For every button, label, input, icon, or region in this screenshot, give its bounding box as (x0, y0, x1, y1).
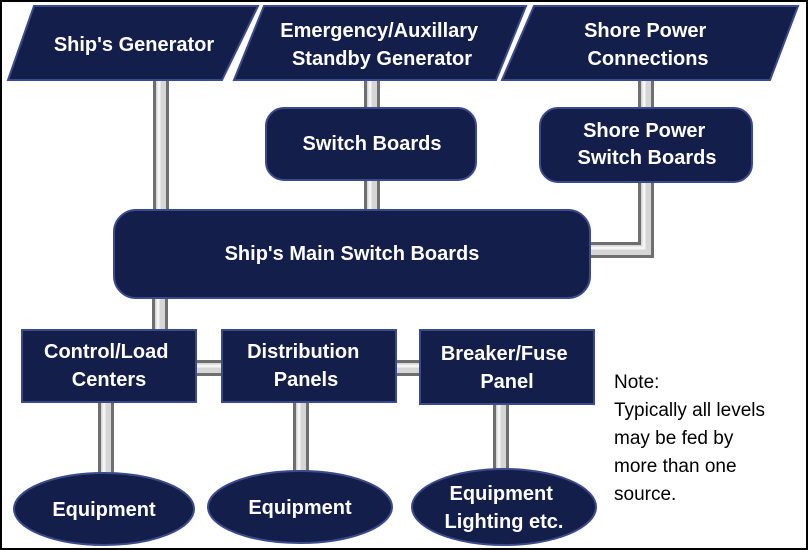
node-label: Ship's Main Switch Boards (225, 243, 480, 265)
node-label: Ship's Generator (54, 34, 215, 56)
node-label: Equipment Lighting etc. (445, 483, 564, 533)
node-control-load-centers: Control/Load Centers (21, 329, 197, 403)
node-label: Shore Power Connections (584, 20, 712, 70)
note-text: Note: Typically all levels may be fed by… (614, 372, 770, 505)
rect-shape (221, 329, 397, 403)
node-ships-generator: Ship's Generator (6, 5, 260, 81)
rounded-rect-shape (539, 107, 753, 183)
connector-generator-to-main (153, 80, 169, 214)
note: Note: Typically all levels may be fed by… (614, 372, 770, 505)
rect-shape (21, 329, 197, 403)
node-label: Equipment (248, 497, 352, 519)
connector-switchboards-to-main (364, 178, 380, 214)
node-label: Equipment (52, 499, 156, 521)
node-main-switch-boards: Ship's Main Switch Boards (113, 209, 591, 299)
connector-distribution-to-breaker (396, 360, 420, 376)
node-breaker-fuse-panel: Breaker/Fuse Panel (419, 329, 595, 405)
connector-emergency-to-switchboards (364, 80, 380, 110)
connector-distribution-to-equipment (293, 402, 309, 474)
node-equipment-1: Equipment (13, 472, 195, 546)
ellipse-shape (207, 470, 393, 544)
connector-shore-to-shore-switchboards (638, 80, 654, 110)
node-distribution-panels: Distribution Panels (221, 329, 397, 403)
ellipse-shape (411, 468, 597, 546)
node-equipment-lighting: Equipment Lighting etc. (411, 468, 597, 546)
node-label: Control/Load Centers (44, 341, 174, 391)
rounded-rect-shape (113, 209, 591, 299)
ellipse-shape (13, 472, 195, 546)
node-equipment-2: Equipment (207, 470, 393, 544)
connector-control-to-equipment (98, 402, 114, 476)
rounded-rect-shape (265, 107, 477, 181)
node-emergency-generator: Emergency/Auxillary Standby Generator (232, 5, 528, 81)
node-shore-power-connections: Shore Power Connections (500, 5, 800, 81)
connector-control-to-distribution (196, 360, 224, 376)
rect-shape (419, 329, 595, 405)
node-label: Switch Boards (303, 133, 442, 155)
node-label: Breaker/Fuse Panel (441, 343, 573, 393)
connector-breaker-to-equipment-lighting (493, 404, 509, 472)
parallelogram-shape (500, 5, 800, 81)
node-switch-boards: Switch Boards (265, 107, 477, 181)
connector-main-to-control (152, 296, 168, 332)
connector-shore-switchboards-to-main (586, 180, 654, 258)
connectors (98, 80, 654, 476)
node-shore-power-switch-boards: Shore Power Switch Boards (539, 107, 753, 183)
parallelogram-shape (232, 5, 528, 81)
parallelogram-shape (6, 5, 260, 81)
node-label: Emergency/Auxillary Standby Generator (280, 20, 483, 70)
node-label: Shore Power Switch Boards (578, 120, 717, 169)
node-label: Distribution Panels (247, 341, 365, 391)
